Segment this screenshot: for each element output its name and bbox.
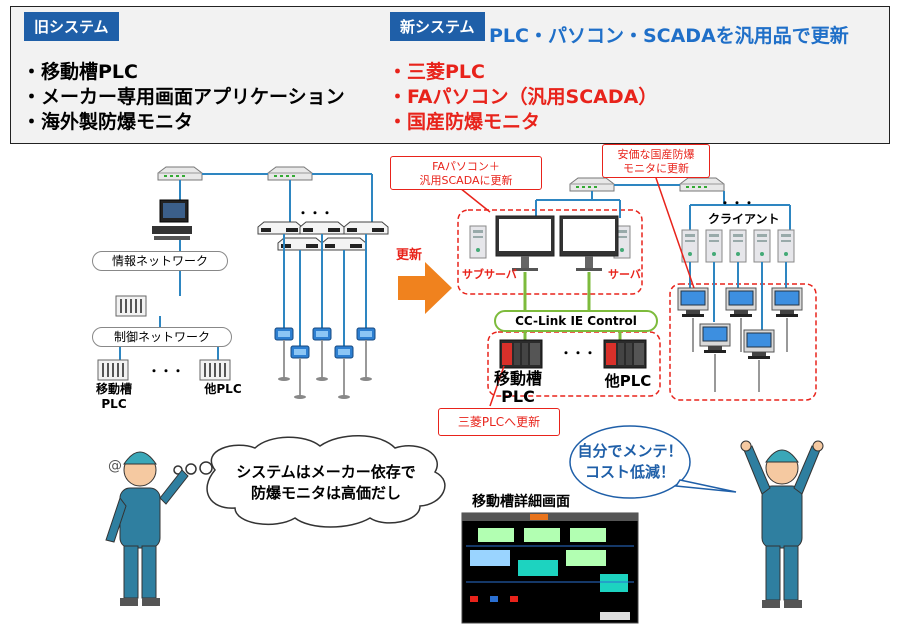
old-system-item: ・移動槽PLC (22, 61, 138, 83)
new-other-plc-label: 他PLC (604, 372, 652, 390)
new-system-item: ・三菱PLC (388, 61, 485, 83)
scada-screenshot (461, 512, 639, 624)
old-plc-label: 移動槽 PLC (95, 382, 132, 411)
ellipsis: ・・・ (718, 196, 755, 210)
callout-fa-pc: FAパソコン＋ 汎用SCADAに更新 (390, 156, 542, 190)
callout-monitor: 安価な国産防爆 モニタに更新 (602, 144, 710, 178)
new-system-item: ・FAパソコン（汎用SCADA） (388, 86, 658, 108)
control-network-label: 制御ネットワーク (92, 327, 232, 347)
new-system-headline: PLC・パソコン・SCADAを汎用品で更新 (489, 25, 849, 47)
client-label: クライアント (708, 212, 780, 226)
cc-link-network-label: CC-Link IE Control (494, 310, 658, 332)
update-label: 更新 (396, 248, 423, 263)
new-system-item: ・国産防爆モニタ (388, 111, 541, 133)
new-plc-label: 移動槽 PLC (493, 369, 542, 406)
new-system-tag: 新システム (390, 12, 485, 41)
server-label: サーバ (608, 268, 641, 281)
old-system-tag: 旧システム (24, 12, 119, 41)
ellipsis: ・・・ (147, 364, 184, 378)
old-system-item: ・メーカー専用画面アプリケーション (22, 86, 345, 108)
ellipsis: ・・・ (559, 346, 596, 360)
svg-text:@: @ (108, 458, 122, 474)
ellipsis: ・・・ (296, 206, 333, 220)
old-other-plc-label: 他PLC (204, 382, 242, 396)
sub-server-label: サブサーバ (462, 268, 517, 281)
worried-worker-bubble: システムはメーカー依存で 防爆モニタは高価だし (236, 463, 416, 502)
update-arrow (398, 262, 452, 314)
screen-title: 移動槽詳細画面 (472, 494, 570, 510)
callout-plc: 三菱PLCへ更新 (438, 408, 560, 436)
info-network-label: 情報ネットワーク (92, 251, 228, 271)
old-system-item: ・海外製防爆モニタ (22, 111, 194, 133)
happy-worker-bubble: 自分でメンテ！ コスト低減！ (577, 442, 683, 481)
